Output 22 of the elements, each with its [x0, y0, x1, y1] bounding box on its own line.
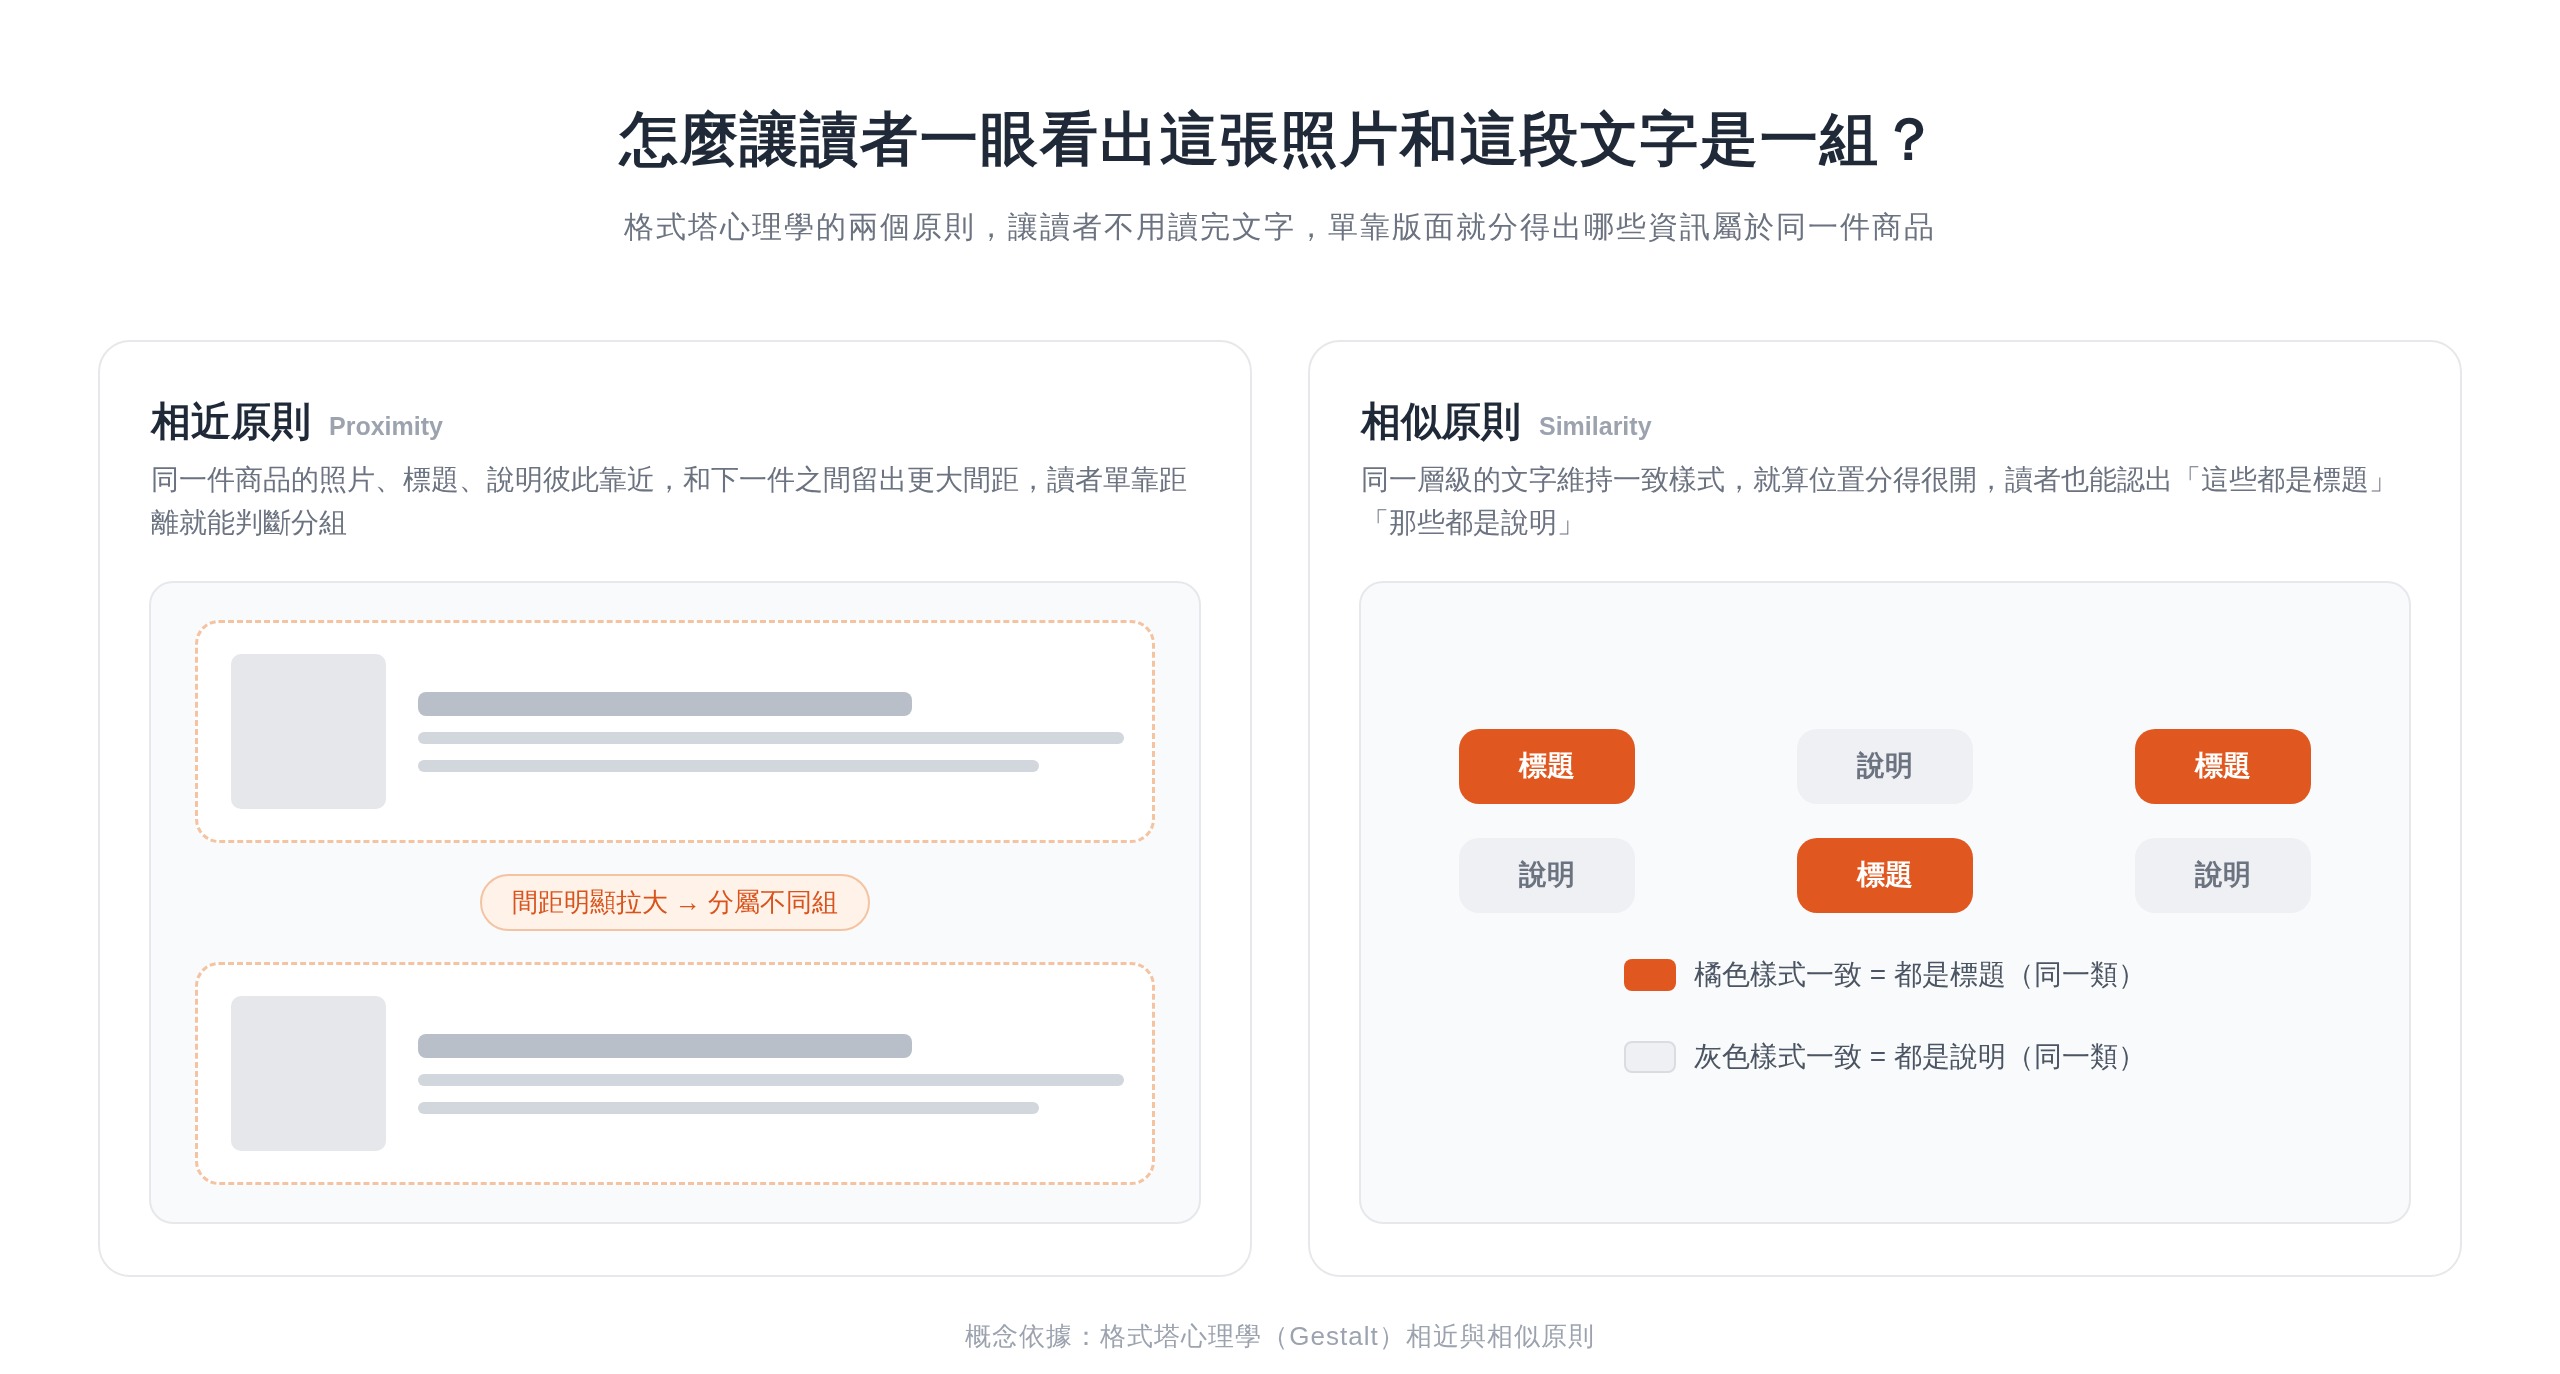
page-title: 怎麼讓讀者一眼看出這張照片和這段文字是一組？ — [620, 105, 1940, 173]
legend-label: 灰色樣式一致 = 都是說明（同一類） — [1694, 1039, 2146, 1074]
card-subheading: Proximity — [329, 411, 443, 442]
card-description: 同一件商品的照片、標題、說明彼此靠近，和下一件之間留出更大間距，讀者單靠距離就能判斷分組 — [151, 463, 1188, 540]
footer-caption: 概念依據：格式塔心理學（Gestalt）相近與相似原則 — [965, 1320, 1595, 1353]
heading-tag: 標題 — [1797, 837, 1973, 913]
principle-card — [1308, 340, 2462, 1277]
page-subtitle: 格式塔心理學的兩個原則，讓讀者不用讀完文字，單靠版面就分得出哪些資訊屬於同一件商品 — [624, 209, 1936, 245]
principle-card — [98, 340, 1252, 1277]
card-description: 同一層級的文字維持一致樣式，就算位置分得很開，讀者也能認出「這些都是標題」「那些都是說明」 — [1361, 463, 2398, 540]
heading-tag: 標題 — [2135, 728, 2311, 804]
card-heading: 相似原則 — [1361, 398, 1521, 445]
product-group — [195, 962, 1155, 1185]
description-tag: 說明 — [1459, 837, 1635, 913]
card-heading: 相近原則 — [151, 398, 311, 445]
note-pill: 間距明顯拉大 → 分屬不同組 — [479, 874, 871, 931]
product-group — [195, 620, 1155, 843]
description-tag: 說明 — [2135, 837, 2311, 913]
card-subheading: Similarity — [1539, 411, 1652, 442]
description-tag: 說明 — [1797, 728, 1973, 804]
heading-tag: 標題 — [1459, 728, 1635, 804]
legend-label: 橘色樣式一致 = 都是標題（同一類） — [1694, 957, 2146, 992]
